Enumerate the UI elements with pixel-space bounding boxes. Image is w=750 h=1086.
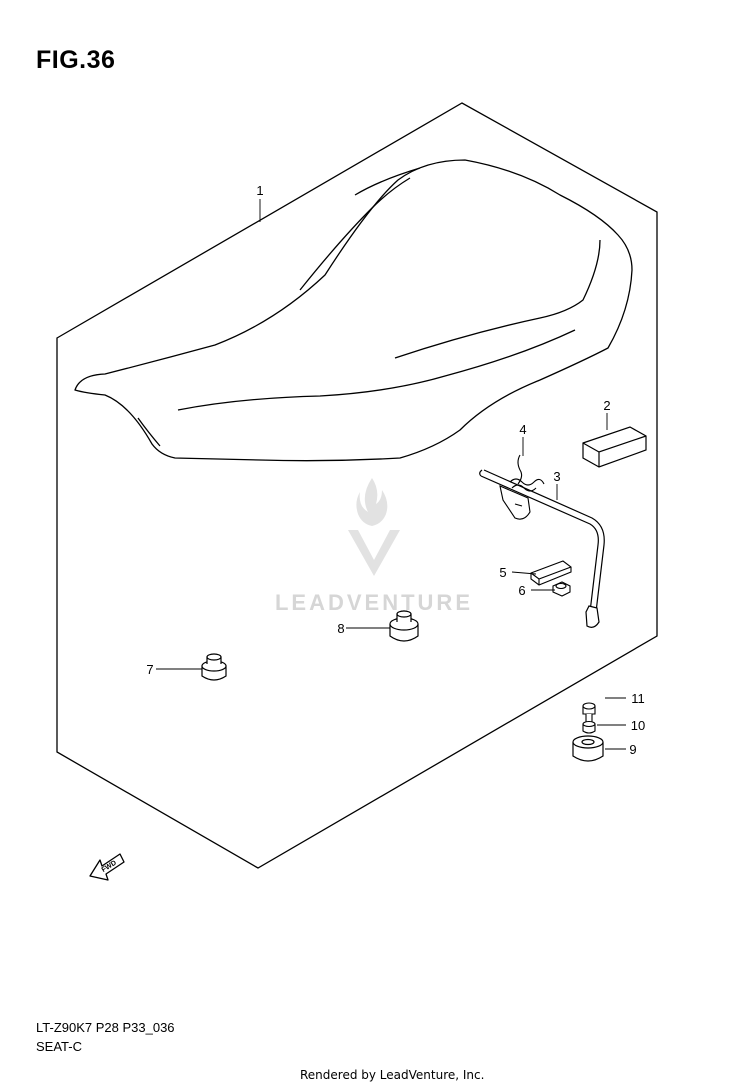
cushion-part-9 (572, 735, 604, 762)
callout-2: 2 (603, 398, 610, 413)
cushion-part-8 (389, 610, 419, 642)
spring-part (499, 454, 545, 520)
collar-part (582, 720, 596, 734)
callout-3: 3 (553, 469, 560, 484)
callout-leaders (156, 199, 626, 750)
fwd-arrow-icon: FWD (89, 853, 125, 881)
assembly-outline (56, 102, 658, 869)
callout-6: 6 (518, 583, 525, 598)
callout-5: 5 (499, 565, 506, 580)
callout-1: 1 (256, 183, 263, 198)
callout-labels: 1 2 3 4 5 6 7 8 9 10 11 (146, 183, 645, 757)
callout-11: 11 (631, 691, 645, 706)
seat-part (74, 159, 633, 462)
render-credit: Rendered by LeadVenture, Inc. (300, 1068, 485, 1082)
callout-4: 4 (519, 422, 526, 437)
nut-part (552, 581, 571, 597)
bracket-part (530, 560, 572, 586)
callout-7: 7 (146, 662, 153, 677)
pad-part (582, 426, 647, 468)
watermark-text: LEADVENTURE (275, 590, 473, 615)
leadventure-watermark: LEADVENTURE (275, 478, 473, 615)
callout-8: 8 (337, 621, 344, 636)
model-code: LT-Z90K7 P28 P33_036 (36, 1020, 175, 1035)
callout-9: 9 (629, 742, 636, 757)
seat-lock-rod-part (479, 469, 605, 628)
section-name: SEAT-C (36, 1039, 82, 1054)
callout-10: 10 (631, 718, 645, 733)
cushion-part-7 (201, 653, 227, 681)
bolt-part (582, 702, 596, 724)
figure-title: FIG.36 (36, 46, 116, 74)
